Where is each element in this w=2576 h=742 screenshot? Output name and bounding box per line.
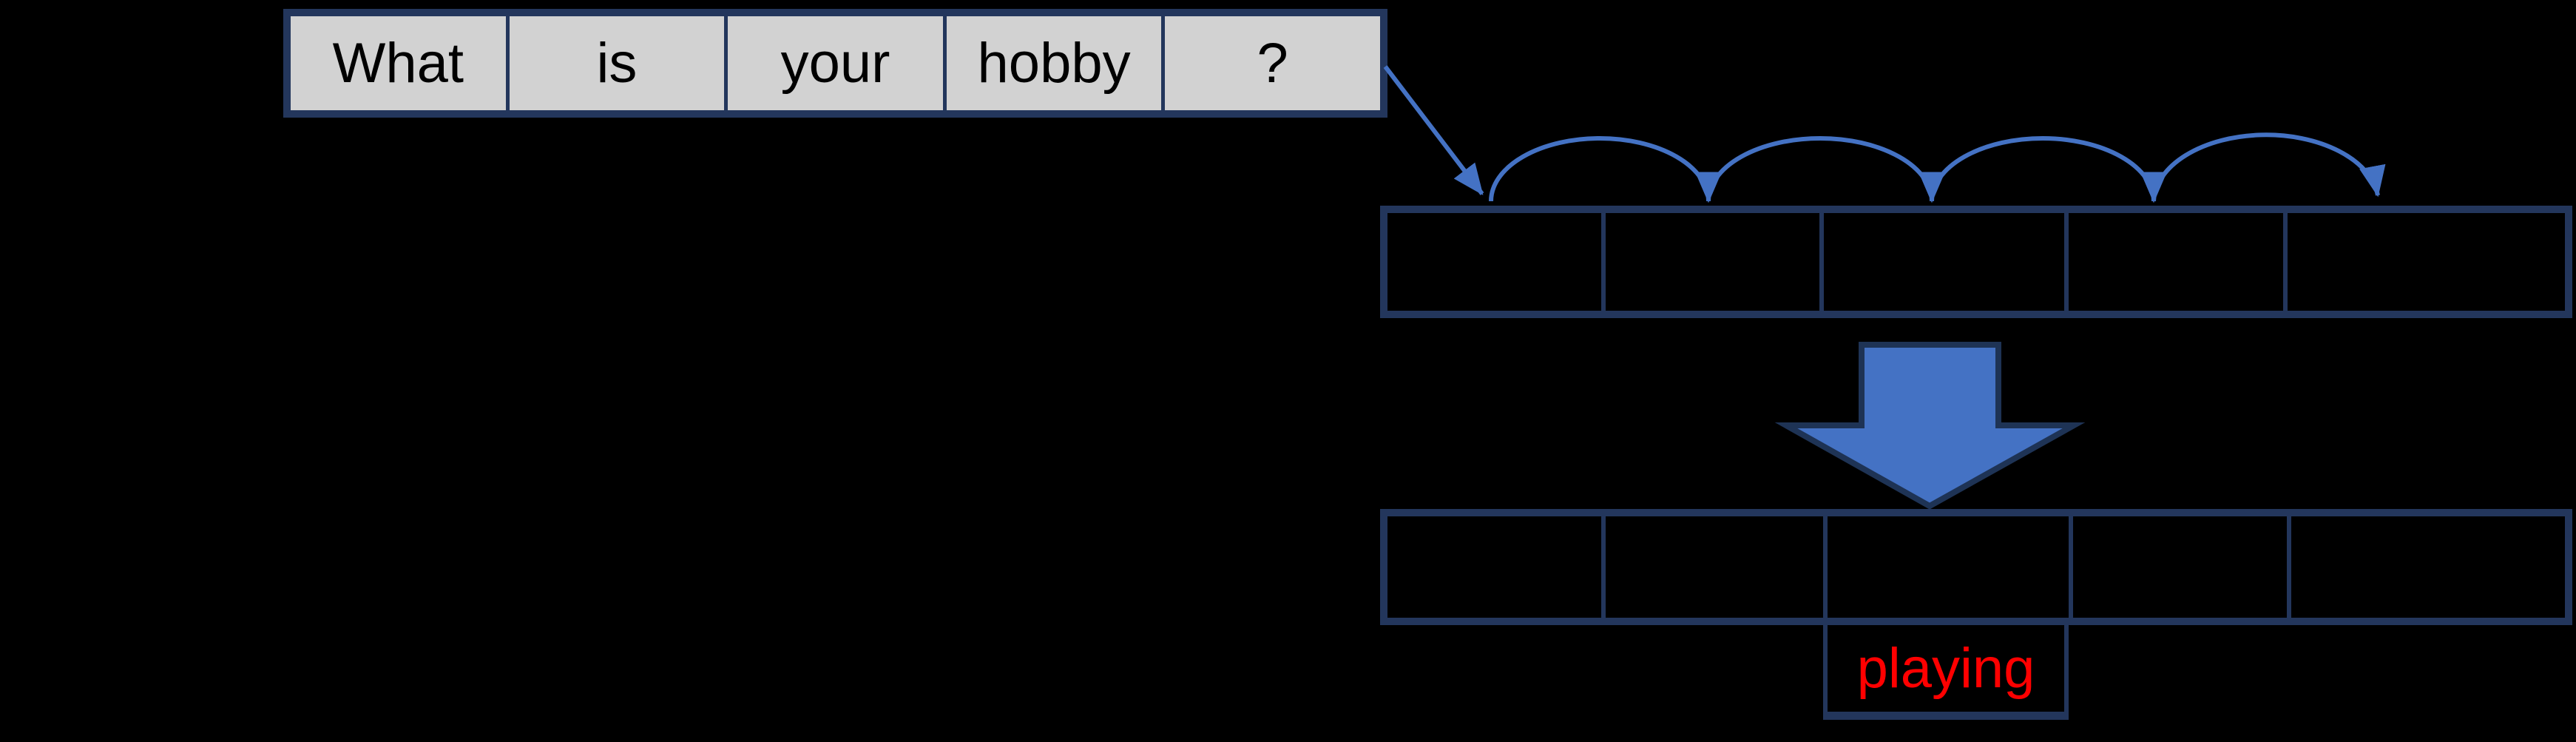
sentence-to-hidden-arrow-icon [1383,65,1484,195]
word-cell: hobby [942,16,1162,110]
output-cell [2069,516,2287,618]
hidden-cell [1601,213,1819,311]
hidden-cell [1387,213,1601,311]
output-cell [1387,516,1601,618]
predicted-word-box: playing [1823,625,2069,720]
down-block-arrow-icon [1774,342,2086,510]
hop-arrow-icon [1930,136,2167,203]
hidden-cell [2064,213,2283,311]
word-cell: your [724,16,943,110]
output-cell [1601,516,1823,618]
hidden-state-row [1380,206,2572,318]
hop-arrow-icon [2151,132,2386,202]
predicted-word-label: playing [1856,636,2035,700]
word-cell: What [332,31,464,95]
word-cell: is [505,16,725,110]
output-row [1380,509,2572,625]
hop-arrow-icon [1489,136,1722,203]
output-cell [2287,516,2565,618]
hop-arrow-icon [1706,136,1945,203]
output-cell [1823,516,2069,618]
hidden-cell [2283,213,2565,311]
input-sentence-row: What is your hobby ? [283,9,1387,118]
word-cell: ? [1161,16,1380,110]
hidden-cell [1819,213,2064,311]
